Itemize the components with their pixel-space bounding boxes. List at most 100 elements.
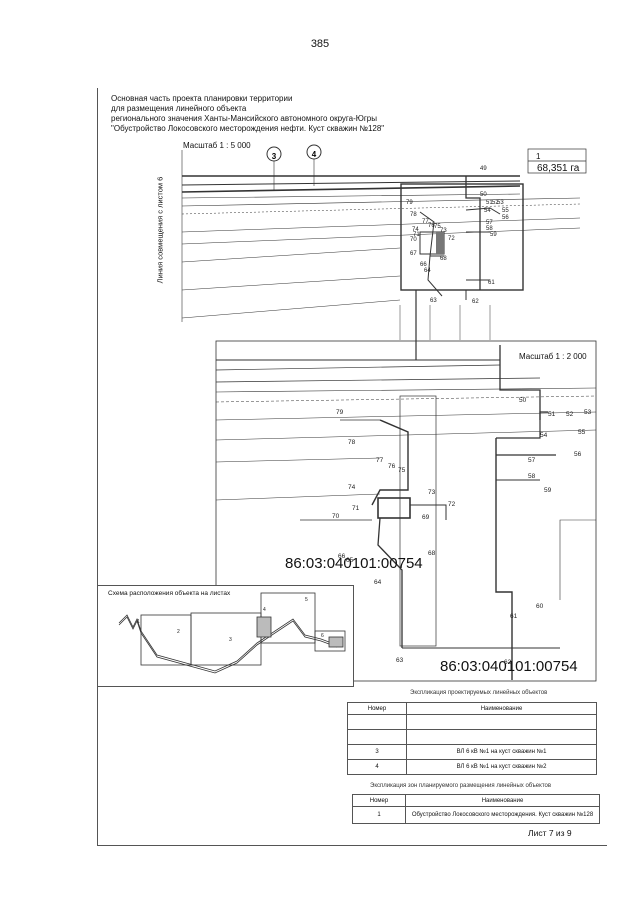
svg-text:62: 62 — [472, 299, 479, 305]
svg-text:70: 70 — [410, 237, 417, 243]
svg-text:55: 55 — [502, 208, 509, 214]
table-cell — [406, 714, 597, 730]
table-cell: 3 — [347, 744, 407, 760]
svg-text:49: 49 — [480, 166, 487, 172]
svg-text:74: 74 — [412, 227, 419, 233]
table-header: Номер — [347, 702, 407, 715]
svg-text:69: 69 — [422, 514, 430, 521]
overview-inset — [97, 585, 354, 687]
svg-text:54: 54 — [540, 432, 548, 439]
area-value: 68,351 га — [537, 163, 580, 174]
title-line-4: "Обустройство Локосовского месторождения… — [111, 124, 385, 133]
svg-text:50: 50 — [480, 192, 487, 198]
svg-text:78: 78 — [410, 212, 417, 218]
svg-text:61: 61 — [510, 613, 518, 620]
svg-text:72: 72 — [448, 236, 455, 242]
svg-text:71: 71 — [352, 505, 360, 512]
svg-text:61: 61 — [488, 280, 495, 286]
svg-text:51: 51 — [486, 200, 493, 206]
sheet-frame — [97, 88, 607, 846]
overview-sheet-6: 6 — [321, 633, 324, 639]
svg-text:71: 71 — [413, 232, 420, 238]
svg-text:52: 52 — [492, 200, 499, 206]
svg-text:65: 65 — [346, 557, 354, 564]
svg-text:76: 76 — [428, 223, 435, 229]
svg-text:53: 53 — [584, 409, 592, 416]
table-row — [347, 729, 597, 745]
svg-text:63: 63 — [396, 657, 404, 664]
svg-text:73: 73 — [440, 228, 447, 234]
svg-text:75: 75 — [398, 467, 406, 474]
cadastral-number: 86:03:040101:00754 — [285, 555, 423, 572]
svg-text:76: 76 — [388, 463, 396, 470]
svg-text:59: 59 — [544, 487, 552, 494]
table-cell: 1 — [352, 806, 406, 824]
svg-text:70: 70 — [332, 513, 340, 520]
table-cell: 4 — [347, 759, 407, 775]
svg-text:74: 74 — [348, 484, 356, 491]
zones-caption: Экспликация зон планируемого размещения … — [370, 783, 552, 789]
title-line-3: регионального значения Ханты-Мансийского… — [111, 114, 377, 123]
table-cell: ВЛ 6 кВ №1 на куст скважин №1 — [406, 744, 597, 760]
overview-sheet-5: 5 — [305, 597, 308, 603]
title-block: Основная часть проекта планировки террит… — [111, 94, 384, 134]
svg-text:79: 79 — [406, 200, 413, 206]
table-cell — [347, 714, 407, 730]
svg-text:78: 78 — [348, 439, 356, 446]
svg-text:62: 62 — [504, 659, 512, 666]
area-zone-number: 1 — [536, 152, 541, 161]
table-cell — [347, 729, 407, 745]
sheet-number: Лист 7 из 9 — [528, 828, 572, 838]
title-line-1: Основная часть проекта планировки террит… — [111, 94, 293, 103]
table-cell: ВЛ 6 кВ №1 на куст скважин №2 — [406, 759, 597, 775]
cadastral-number: 86:03:040101:00754 — [440, 658, 578, 675]
svg-text:57: 57 — [528, 457, 536, 464]
svg-text:64: 64 — [374, 579, 382, 586]
svg-text:63: 63 — [430, 298, 437, 304]
svg-text:64: 64 — [424, 268, 431, 274]
svg-text:77: 77 — [376, 457, 384, 464]
svg-text:58: 58 — [528, 473, 536, 480]
svg-text:58: 58 — [486, 226, 493, 232]
svg-text:51: 51 — [548, 411, 556, 418]
table-header: Наименование — [405, 794, 600, 807]
table-header: Наименование — [406, 702, 597, 715]
table-header-row: Номер Наименование — [352, 794, 600, 807]
overview-sheet-4: 4 — [263, 607, 266, 613]
main-scale-label: Масштаб 1 : 5 000 — [183, 141, 251, 150]
svg-text:72: 72 — [448, 501, 456, 508]
title-line-2: для размещения линейного объекта — [111, 104, 247, 113]
svg-text:79: 79 — [336, 409, 344, 416]
detail-scale-label: Масштаб 1 : 2 000 — [519, 352, 587, 361]
page-number: 385 — [310, 38, 330, 50]
svg-text:68: 68 — [440, 256, 447, 262]
svg-text:57: 57 — [486, 220, 493, 226]
callout-number: 4 — [312, 150, 317, 159]
svg-text:50: 50 — [519, 397, 527, 404]
table-header: Номер — [352, 794, 406, 807]
callout-number: 3 — [272, 152, 277, 161]
svg-text:59: 59 — [490, 232, 497, 238]
svg-text:55: 55 — [578, 429, 586, 436]
svg-text:54: 54 — [484, 208, 491, 214]
svg-text:53: 53 — [497, 200, 504, 206]
overview-title: Схема расположения объекта на листах — [108, 590, 231, 597]
svg-text:56: 56 — [502, 215, 509, 221]
svg-text:60: 60 — [536, 603, 544, 610]
svg-text:68: 68 — [428, 550, 436, 557]
overview-sheet-3: 3 — [229, 637, 232, 643]
svg-text:56: 56 — [574, 451, 582, 458]
svg-text:73: 73 — [428, 489, 436, 496]
overview-sheet-1: 1 — [137, 619, 140, 625]
overview-drawing: 1 2 3 4 5 6 — [118, 592, 346, 674]
svg-text:67: 67 — [410, 251, 417, 257]
svg-text:77: 77 — [422, 219, 429, 225]
overview-sheet-2: 2 — [177, 629, 180, 635]
